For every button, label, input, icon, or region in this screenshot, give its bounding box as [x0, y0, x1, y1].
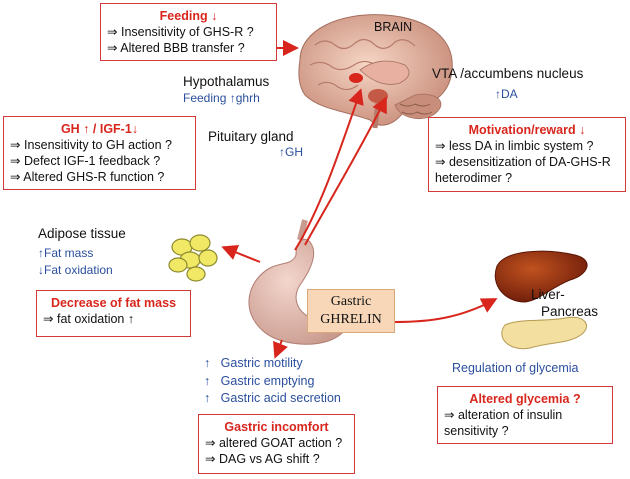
implies-icon: ⇒: [444, 408, 455, 422]
hypothalamus-sub-prefix: Feeding: [183, 91, 227, 105]
up-arrow-icon: ↑: [127, 312, 135, 326]
fatmass-line-text: fat oxidation: [56, 312, 125, 326]
up-arrow-icon: ↑: [279, 145, 285, 159]
down-arrow-icon: ↓: [131, 122, 139, 136]
gastric-effect-3: ↑ Gastric acid secretion: [204, 391, 341, 405]
implies-icon: ⇒: [43, 312, 54, 326]
down-arrow-icon: ↓: [38, 263, 44, 277]
up-arrow-icon: ↑: [204, 391, 211, 405]
glycemia-label: Regulation of glycemia: [452, 361, 579, 375]
gastric-effect-2: ↑ Gastric emptying: [204, 374, 314, 388]
adipose-item-fat-oxidation: ↓Fat oxidation: [38, 263, 113, 277]
implies-icon: ⇒: [107, 25, 118, 39]
gh-line-1: ⇒ Insensitivity to GH action ?: [10, 137, 189, 153]
gh-line-2-text: Defect IGF-1 feedback ?: [23, 154, 161, 168]
incomfort-title: Gastric incomfort: [224, 420, 329, 434]
feeding-title-row: Feeding ↓: [107, 8, 270, 24]
feeding-line-2-text: Altered BBB transfer ?: [120, 41, 245, 55]
gastric-ghrelin-box: Gastric GHRELIN: [307, 289, 395, 333]
incomfort-line-2-text: DAG vs AG shift ?: [218, 452, 320, 466]
gh-line-3-text: Altered GHS-R function ?: [23, 170, 165, 184]
fatmass-box: Decrease of fat mass ⇒ fat oxidation ↑: [36, 290, 191, 337]
up-arrow-icon: ↑: [495, 87, 501, 101]
gh-line-1-text: Insensitivity to GH action ?: [23, 138, 172, 152]
liver-illustration: [494, 250, 588, 303]
incomfort-line-1: ⇒ altered GOAT action ?: [205, 435, 348, 451]
glycemia-title: Altered glycemia ?: [469, 392, 581, 406]
glycemia-line-1-text: alteration of insulin: [457, 408, 563, 422]
feeding-line-2: ⇒ Altered BBB transfer ?: [107, 40, 270, 56]
glycemia-box: Altered glycemia ? ⇒ alteration of insul…: [437, 386, 613, 444]
up-arrow-icon: ↑: [83, 122, 90, 136]
gh-line-2: ⇒ Defect IGF-1 feedback ?: [10, 153, 189, 169]
gh-title-mid: / IGF-1: [92, 122, 132, 136]
gastric-effect-1-text: Gastric motility: [220, 356, 303, 370]
implies-icon: ⇒: [205, 452, 216, 466]
gh-box: GH ↑ / IGF-1↓ ⇒ Insensitivity to GH acti…: [3, 116, 196, 190]
feeding-line-1-text: Insensitivity of GHS-R ?: [120, 25, 254, 39]
gastric-effect-2-text: Gastric emptying: [220, 374, 315, 388]
gastric-effect-3-text: Gastric acid secretion: [220, 391, 341, 405]
glycemia-line-2: sensitivity ?: [444, 424, 509, 438]
pancreas-label: Pancreas: [541, 304, 599, 319]
motivation-line-1: ⇒ less DA in limbic system ?: [435, 138, 619, 154]
fatmass-title: Decrease of fat mass: [50, 296, 177, 310]
vta-sub-text: DA: [501, 87, 518, 101]
adipose-item-fat-mass: ↑Fat mass: [38, 246, 93, 260]
vta-sub: ↑DA: [495, 87, 518, 101]
adipose-item-fat-oxidation-text: Fat oxidation: [44, 263, 113, 277]
hypothalamus-sub: Feeding ↑ghrh: [183, 91, 260, 105]
liver-label: Liver-: [531, 287, 565, 302]
down-arrow-icon: ↓: [211, 9, 218, 23]
implies-icon: ⇒: [10, 138, 21, 152]
motivation-line-3: heterodimer ?: [435, 171, 513, 185]
pituitary-sub-text: GH: [285, 145, 303, 159]
up-arrow-icon: ↑: [229, 91, 236, 105]
adipose-label: Adipose tissue: [38, 226, 126, 241]
fatmass-line: ⇒ fat oxidation ↑: [43, 311, 184, 327]
feeding-box: Feeding ↓ ⇒ Insensitivity of GHS-R ? ⇒ A…: [100, 3, 277, 61]
motivation-box: Motivation/reward ↓ ⇒ less DA in limbic …: [428, 117, 626, 192]
up-arrow-icon: ↑: [204, 374, 211, 388]
hypothalamus-label: Hypothalamus: [183, 74, 270, 89]
implies-icon: ⇒: [10, 170, 21, 184]
connection-arrows: [221, 40, 498, 359]
feeding-line-1: ⇒ Insensitivity of GHS-R ?: [107, 24, 270, 40]
implies-icon: ⇒: [107, 41, 118, 55]
gh-line-3: ⇒ Altered GHS-R function ?: [10, 169, 189, 185]
implies-icon: ⇒: [205, 436, 216, 450]
vta-label: VTA /accumbens nucleus: [432, 66, 584, 81]
down-arrow-icon: ↓: [579, 123, 586, 137]
pancreas-illustration: [501, 316, 587, 350]
brain-label: BRAIN: [374, 20, 413, 34]
hypothalamus-sub-suffix: ghrh: [235, 91, 260, 105]
up-arrow-icon: ↑: [204, 356, 211, 370]
ghrelin-line-2: GHRELIN: [320, 312, 382, 327]
pituitary-label: Pituitary gland: [208, 129, 294, 144]
incomfort-line-1-text: altered GOAT action ?: [218, 436, 343, 450]
implies-icon: ⇒: [435, 155, 446, 169]
implies-icon: ⇒: [435, 139, 446, 153]
pituitary-sub: ↑GH: [279, 145, 303, 159]
ghrelin-line-1: Gastric: [330, 294, 372, 309]
adipose-illustration: [168, 234, 218, 282]
motivation-title-row: Motivation/reward ↓: [435, 122, 619, 138]
motivation-line-2-text: desensitization of DA-GHS-R: [448, 155, 611, 169]
incomfort-box: Gastric incomfort ⇒ altered GOAT action …: [198, 414, 355, 474]
gh-title-row: GH ↑ / IGF-1↓: [10, 121, 189, 137]
motivation-title: Motivation/reward: [468, 123, 576, 137]
gh-title: GH: [60, 122, 80, 136]
up-arrow-icon: ↑: [38, 246, 44, 260]
adipose-item-fat-mass-text: Fat mass: [44, 246, 94, 260]
implies-icon: ⇒: [10, 154, 21, 168]
feeding-title: Feeding: [159, 9, 208, 23]
motivation-line-2: ⇒ desensitization of DA-GHS-R: [435, 154, 619, 170]
incomfort-line-2: ⇒ DAG vs AG shift ?: [205, 451, 348, 467]
motivation-line-1-text: less DA in limbic system ?: [448, 139, 594, 153]
gastric-effect-1: ↑ Gastric motility: [204, 356, 303, 370]
glycemia-line-1: ⇒ alteration of insulin: [444, 407, 606, 423]
